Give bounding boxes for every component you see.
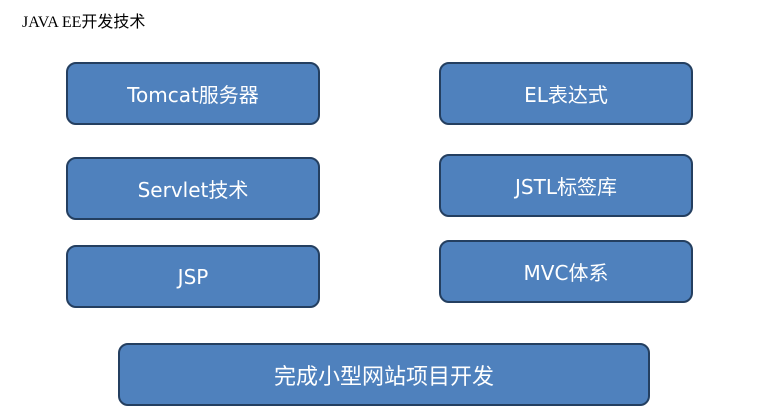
- page-title: JAVA EE开发技术: [22, 14, 146, 31]
- box-servlet: Servlet技术: [66, 157, 320, 220]
- box-jsp: JSP: [66, 245, 320, 308]
- box-tomcat-server: Tomcat服务器: [66, 62, 320, 125]
- box-el-expression: EL表达式: [439, 62, 693, 125]
- box-small-website-project: 完成小型网站项目开发: [118, 343, 650, 406]
- box-mvc: MVC体系: [439, 240, 693, 303]
- box-jstl-taglib: JSTL标签库: [439, 154, 693, 217]
